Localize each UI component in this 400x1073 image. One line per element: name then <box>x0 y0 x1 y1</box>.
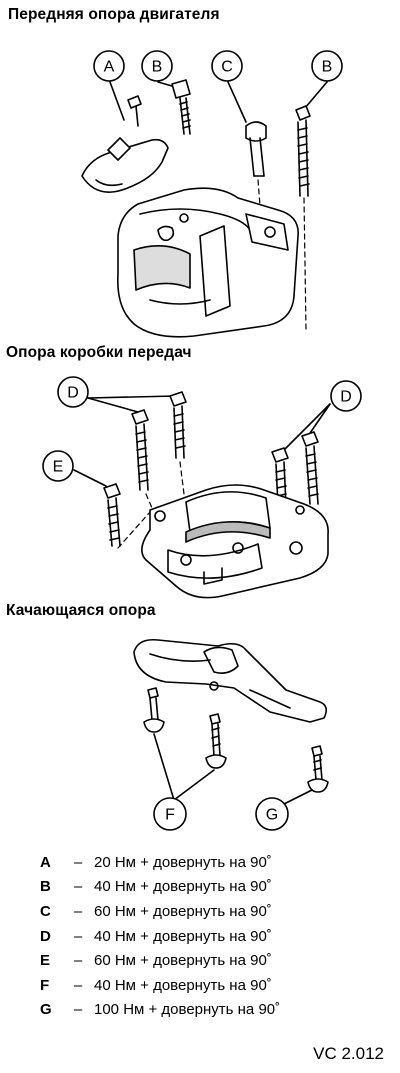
legend-dash: – <box>73 927 83 945</box>
legend-row: B –40 Нм + довернуть на 90˚ <box>40 875 400 900</box>
callout-b-front-left <box>141 50 173 82</box>
figure-code: VC 2.012 <box>313 1044 384 1063</box>
callout-label: B <box>152 59 163 76</box>
callout-label: G <box>266 807 278 824</box>
callout-label: A <box>104 59 115 76</box>
callout-d-right <box>330 380 362 412</box>
pendulum-mount-drawing: F G <box>133 638 329 831</box>
front-mount-drawing: A B C B <box>81 50 343 338</box>
legend-key: F <box>40 976 50 994</box>
callout-g <box>255 797 289 831</box>
legend-key: D <box>40 927 51 945</box>
pendulum-mount-title: Качающаяся опора <box>6 602 156 619</box>
legend-row: A –20 Нм + довернуть на 90˚ <box>40 850 400 875</box>
legend-dash: – <box>73 878 83 896</box>
legend-value: 40 Нм + довернуть на 90˚ <box>94 976 272 994</box>
legend-row: G –100 Нм + довернуть на 90˚ <box>40 998 400 1023</box>
callout-label: D <box>340 389 352 406</box>
callout-b-front-right <box>311 50 343 82</box>
callout-d-left <box>57 376 89 408</box>
legend-row: D –40 Нм + довернуть на 90˚ <box>40 924 400 949</box>
torque-legend: A–20 Нм + довернуть на 90˚ B–40 Нм + дов… <box>40 850 400 1022</box>
legend-row: F –40 Нм + довернуть на 90˚ <box>40 973 400 998</box>
front-mount-title: Передняя опора двигателя <box>8 6 220 23</box>
legend-dash: – <box>73 1001 83 1019</box>
callout-f <box>153 797 187 831</box>
legend-key: A <box>40 853 51 871</box>
callout-label: D <box>67 385 79 402</box>
callout-label: E <box>53 459 64 476</box>
legend-key: E <box>40 952 51 970</box>
legend-key: B <box>40 878 51 896</box>
gearbox-mount-drawing: D D E <box>42 376 362 599</box>
legend-dash: – <box>73 976 83 994</box>
gearbox-mount-title: Опора коробки передач <box>6 344 192 361</box>
callout-label: B <box>322 59 333 76</box>
legend-value: 40 Нм + довернуть на 90˚ <box>94 927 272 945</box>
callout-e <box>42 450 74 482</box>
legend-value: 100 Нм + довернуть на 90˚ <box>94 1001 281 1019</box>
callout-label: F <box>165 807 175 824</box>
legend-value: 60 Нм + довернуть на 90˚ <box>94 952 272 970</box>
legend-value: 20 Нм + довернуть на 90˚ <box>94 853 272 871</box>
callout-a-front <box>93 50 125 82</box>
legend-value: 40 Нм + довернуть на 90˚ <box>94 878 272 896</box>
legend-row: E –60 Нм + довернуть на 90˚ <box>40 948 400 973</box>
callout-label: C <box>221 59 233 76</box>
legend-value: 60 Нм + довернуть на 90˚ <box>94 902 272 920</box>
legend-key: G <box>40 1001 52 1019</box>
legend-row: C –60 Нм + довернуть на 90˚ <box>40 899 400 924</box>
legend-dash: – <box>73 952 83 970</box>
legend-dash: – <box>73 853 83 871</box>
callout-c-front <box>211 50 243 82</box>
legend-key: C <box>40 902 51 920</box>
legend-dash: – <box>73 902 83 920</box>
